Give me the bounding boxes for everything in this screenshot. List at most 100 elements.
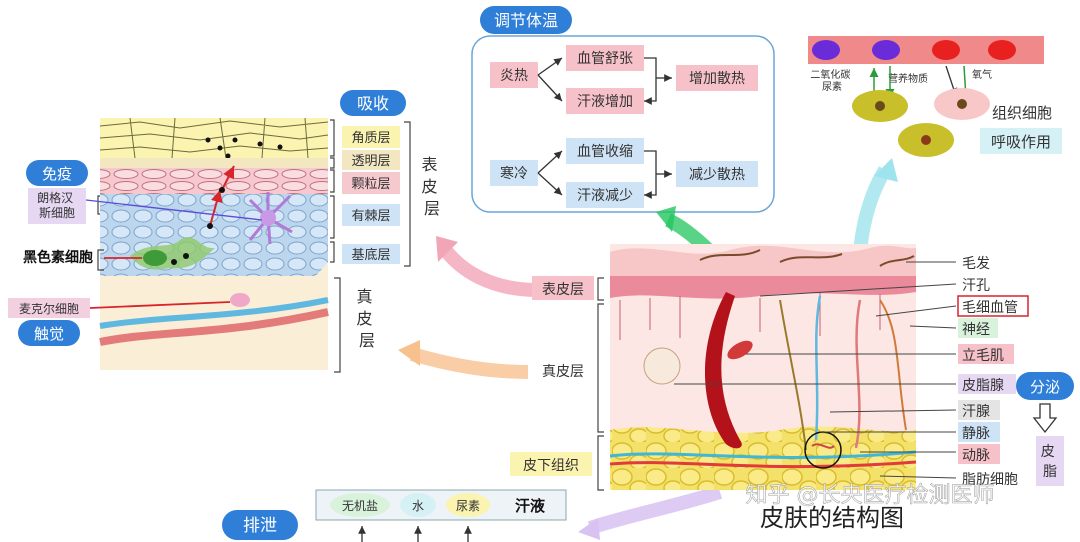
- watermark: 知乎 @长央医疗检测医师: [746, 483, 995, 508]
- layer-basal: 基底层: [351, 247, 390, 263]
- capillary-box: [957, 295, 1029, 317]
- absorb-label: 吸收: [357, 94, 389, 113]
- epidermis-group-label: 表 皮 层: [421, 155, 442, 218]
- pink-arrow: [438, 243, 539, 297]
- layer-spinosum-box: [342, 204, 400, 226]
- layer-lucidum: 透明层: [351, 154, 390, 169]
- label-artery: 动脉: [962, 448, 990, 464]
- secrete-arrow: [1032, 403, 1058, 434]
- arrector-box: [958, 344, 1014, 364]
- secrete-label: 分泌: [1030, 378, 1060, 396]
- label-capillary: 毛细血管: [962, 300, 1018, 316]
- co2-line-2: 尿素: [822, 80, 842, 93]
- sebaceous-box: [958, 374, 1016, 394]
- stratum-lucidum: [100, 158, 328, 168]
- melanocyte-label: 黑色素细胞: [23, 249, 93, 266]
- layer-lucidum-box: [342, 150, 400, 170]
- stratum-granulosum: [100, 168, 328, 194]
- respiration-label: 呼吸作用: [991, 133, 1051, 151]
- less-heat-box: [676, 161, 758, 187]
- layer-basal-box: [342, 244, 400, 264]
- dermis-vessel-blue: [99, 297, 329, 329]
- sweat-label: 汗液: [515, 497, 546, 515]
- immune-badge: [26, 160, 88, 186]
- label-nerve: 神经: [962, 322, 990, 338]
- water: 水: [412, 499, 424, 513]
- cold-box: [490, 160, 538, 186]
- layer-spinosum: 有棘层: [351, 209, 390, 224]
- sweat-gland-box: [958, 400, 1000, 420]
- excretion-badge: [222, 510, 298, 540]
- less-heat-label: 减少散热: [689, 167, 745, 183]
- vessel-dilate-box: [566, 45, 644, 71]
- thermo-arrows: [537, 57, 672, 199]
- thermo-title-badge: [480, 6, 572, 34]
- subcut-side-box: [510, 452, 592, 476]
- oxygen-label: 氧气: [972, 68, 992, 81]
- respiration-panel: 二氧化碳 尿素 营养物质 氧气 组织细胞 呼吸作用: [808, 36, 1062, 157]
- layer-granulosum-box: [342, 172, 400, 194]
- vessel-dilate-label: 血管舒张: [577, 51, 633, 67]
- sebum-label: 皮 脂: [1041, 444, 1059, 480]
- der-char-2: 皮: [356, 309, 372, 328]
- langerhans-label: 朗格汉 斯细胞: [37, 190, 77, 220]
- inorganic-salt: 无机盐: [342, 499, 378, 513]
- label-pore: 汗孔: [962, 278, 990, 294]
- epi-char-2: 皮: [421, 177, 437, 196]
- tissue-cell-label: 组织细胞: [992, 104, 1052, 122]
- epi-char-3: 层: [424, 199, 440, 218]
- sebum-char-2: 脂: [1043, 464, 1057, 480]
- diagram-title: 皮肤的结构图: [760, 504, 904, 532]
- touch-badge: [18, 320, 80, 346]
- epidermis-side-label: 表皮层: [542, 282, 584, 298]
- dermis-vessel-red: [99, 308, 329, 346]
- more-heat-label: 增加散热: [689, 71, 745, 87]
- label-fat-cell: 脂肪细胞: [962, 472, 1018, 488]
- flow-arrows: [398, 158, 898, 540]
- sweat-down-box: [566, 182, 644, 208]
- nutrients-label: 营养物质: [888, 72, 928, 85]
- arrector-muscle: [727, 340, 753, 360]
- inorganic-salt-pill: [330, 493, 390, 517]
- layer-corneum-box: [342, 126, 400, 148]
- langerhans-line-2: 斯细胞: [39, 206, 75, 220]
- langerhans-cell: [248, 192, 293, 245]
- sebum-box: [1036, 436, 1064, 486]
- sweat-down-label: 汗液减少: [577, 188, 633, 204]
- label-sebaceous: 皮脂腺: [962, 378, 1004, 394]
- label-hair: 毛发: [962, 256, 990, 272]
- hair-shaft: [704, 292, 742, 449]
- melanocyte-cell: [130, 237, 215, 270]
- cold-label: 寒冷: [500, 165, 528, 182]
- respiration-box: [980, 128, 1062, 154]
- dermis-group-label: 真 皮 层: [356, 287, 377, 350]
- merkel-label: 麦克尔细胞: [19, 301, 79, 316]
- merkel-cell: [230, 293, 250, 307]
- sweat-up-label: 汗液增加: [577, 94, 633, 110]
- hot-box: [490, 62, 538, 88]
- secrete-badge: [1016, 372, 1074, 400]
- excretion-panel: 排泄 无机盐 水 尿素 汗液: [222, 489, 567, 542]
- hot-label: 炎热: [500, 68, 528, 84]
- touch-label: 触觉: [34, 325, 64, 343]
- nerve-box: [958, 318, 998, 338]
- layer-corneum: 角质层: [351, 131, 390, 146]
- urea-pill: [446, 493, 490, 517]
- orange-arrow: [410, 347, 529, 379]
- subcut-side-label: 皮下组织: [523, 458, 579, 474]
- epidermis-detail: 吸收: [8, 90, 442, 373]
- vessel-constrict-box: [566, 138, 644, 164]
- skin-cross-section: 表皮层 真皮层 皮下组织 毛发 汗孔 毛细血管 神经 立毛肌 皮脂腺 汗腺 静: [510, 244, 1074, 532]
- vein-box: [958, 422, 1000, 442]
- urea: 尿素: [456, 499, 480, 513]
- absorb-badge: [340, 90, 406, 116]
- artery-box: [958, 444, 1000, 464]
- epidermis-side-box: [532, 276, 594, 300]
- vessel-constrict-label: 血管收缩: [577, 144, 633, 160]
- langerhans-box: [28, 188, 86, 224]
- epidermis-band: [610, 276, 916, 299]
- der-char-3: 层: [359, 331, 375, 350]
- co2-line-1: 二氧化碳: [810, 68, 850, 81]
- co2-urea-label: 二氧化碳 尿素: [810, 68, 853, 93]
